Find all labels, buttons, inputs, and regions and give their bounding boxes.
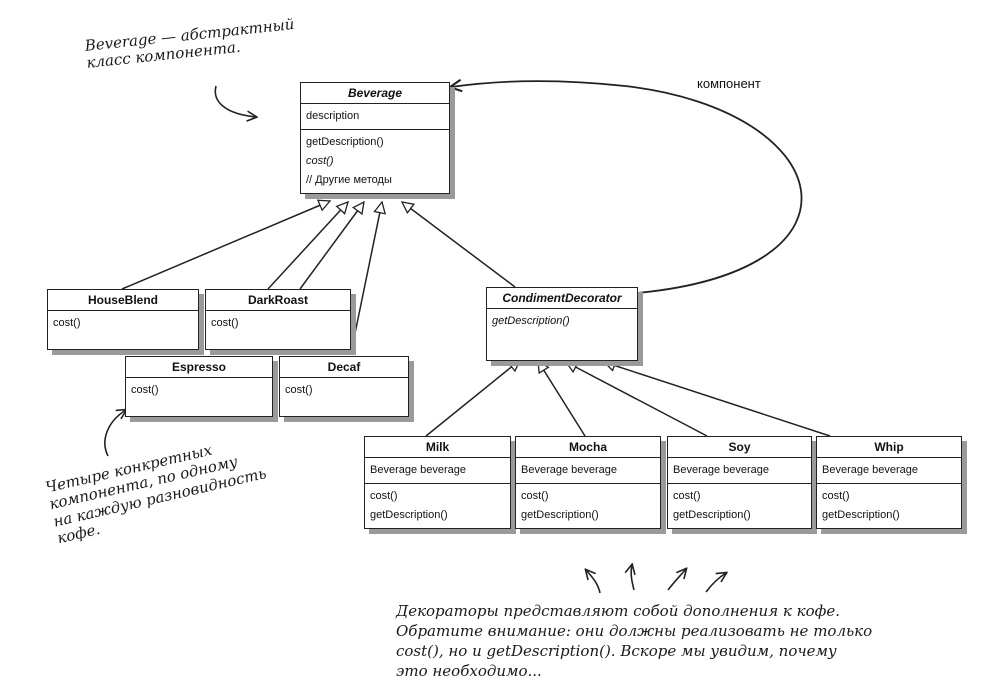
- method: cost(): [53, 317, 81, 329]
- method: cost(): [285, 384, 313, 396]
- class-name: Milk: [365, 437, 510, 458]
- class-name: Mocha: [516, 437, 660, 458]
- method: cost(): [131, 384, 159, 396]
- method: getDescription(): [492, 315, 570, 327]
- edge-component: [451, 81, 803, 294]
- method: getDescription(): [521, 509, 599, 521]
- class-milk: Milk Beverage beverage cost() getDescrip…: [364, 436, 511, 529]
- note-line: это необходимо...: [396, 662, 542, 680]
- class-decaf: Decaf cost(): [279, 356, 409, 417]
- class-fields: Beverage beverage: [817, 458, 961, 484]
- class-fields: description: [301, 104, 449, 130]
- note-line: Обратите внимание: они должны реализоват…: [396, 622, 873, 640]
- class-fields: Beverage beverage: [668, 458, 811, 484]
- class-houseblend: HouseBlend cost(): [47, 289, 199, 350]
- method: getDescription(): [673, 509, 751, 521]
- edge-decaf-beverage: [351, 202, 382, 349]
- field: Beverage beverage: [673, 464, 770, 476]
- class-methods: getDescription() cost() // Другие методы: [301, 130, 449, 193]
- class-espresso: Espresso cost(): [125, 356, 273, 417]
- field: Beverage beverage: [370, 464, 467, 476]
- field: description: [306, 110, 360, 122]
- edge-label-component: компонент: [697, 76, 761, 91]
- note-line: cost(), но и getDescription(). Вскоре мы…: [396, 642, 837, 660]
- class-methods: cost(): [126, 378, 272, 416]
- edge-whip-condiment: [604, 362, 831, 437]
- class-methods: cost(): [48, 311, 198, 349]
- edge-darkroast-beverage: [267, 202, 348, 290]
- method: cost(): [521, 490, 549, 502]
- class-methods: cost(): [280, 378, 408, 416]
- note-line: Декораторы представляют собой дополнения…: [396, 602, 840, 620]
- method: cost(): [306, 155, 334, 167]
- pointer-arrow-beverage: [214, 85, 256, 117]
- edge-houseblend-beverage: [121, 201, 330, 290]
- class-mocha: Mocha Beverage beverage cost() getDescri…: [515, 436, 661, 529]
- class-beverage: Beverage description getDescription() co…: [300, 82, 450, 194]
- method: cost(): [211, 317, 239, 329]
- pointer-arrow-decorators-3: [667, 569, 686, 591]
- note-decorators: Декораторы представляют собой дополнения…: [396, 601, 872, 681]
- class-fields: Beverage beverage: [516, 458, 660, 484]
- method: getDescription(): [822, 509, 900, 521]
- edge-milk-condiment: [425, 360, 520, 437]
- edge-espresso-beverage: [299, 202, 364, 290]
- class-methods: cost() getDescription(): [817, 484, 961, 528]
- method: // Другие методы: [306, 174, 392, 186]
- class-condimentdecorator: CondimentDecorator getDescription(): [486, 287, 638, 361]
- class-name: Espresso: [126, 357, 272, 378]
- field: Beverage beverage: [822, 464, 919, 476]
- class-name: Soy: [668, 437, 811, 458]
- edge-soy-condiment: [566, 362, 708, 437]
- method: cost(): [673, 490, 701, 502]
- class-name: CondimentDecorator: [487, 288, 637, 309]
- class-name: Decaf: [280, 357, 408, 378]
- pointer-arrow-decorators-1: [586, 570, 601, 594]
- class-name: HouseBlend: [48, 290, 198, 311]
- pointer-arrow-concrete: [104, 410, 126, 457]
- class-methods: cost() getDescription(): [516, 484, 660, 528]
- pointer-arrow-decorators-2: [631, 565, 634, 591]
- class-fields: Beverage beverage: [365, 458, 510, 484]
- class-whip: Whip Beverage beverage cost() getDescrip…: [816, 436, 962, 529]
- class-darkroast: DarkRoast cost(): [205, 289, 351, 350]
- class-methods: cost() getDescription(): [365, 484, 510, 528]
- class-methods: getDescription(): [487, 309, 637, 360]
- edge-mocha-condiment: [538, 361, 586, 437]
- field: Beverage beverage: [521, 464, 618, 476]
- class-soy: Soy Beverage beverage cost() getDescript…: [667, 436, 812, 529]
- class-name: DarkRoast: [206, 290, 350, 311]
- class-methods: cost(): [206, 311, 350, 349]
- method: cost(): [370, 490, 398, 502]
- method: getDescription(): [306, 136, 384, 148]
- class-methods: cost() getDescription(): [668, 484, 811, 528]
- method: cost(): [822, 490, 850, 502]
- edge-condiment-beverage: [402, 202, 516, 288]
- pointer-arrow-decorators-4: [705, 573, 726, 593]
- class-name: Beverage: [301, 83, 449, 104]
- class-name: Whip: [817, 437, 961, 458]
- method: getDescription(): [370, 509, 448, 521]
